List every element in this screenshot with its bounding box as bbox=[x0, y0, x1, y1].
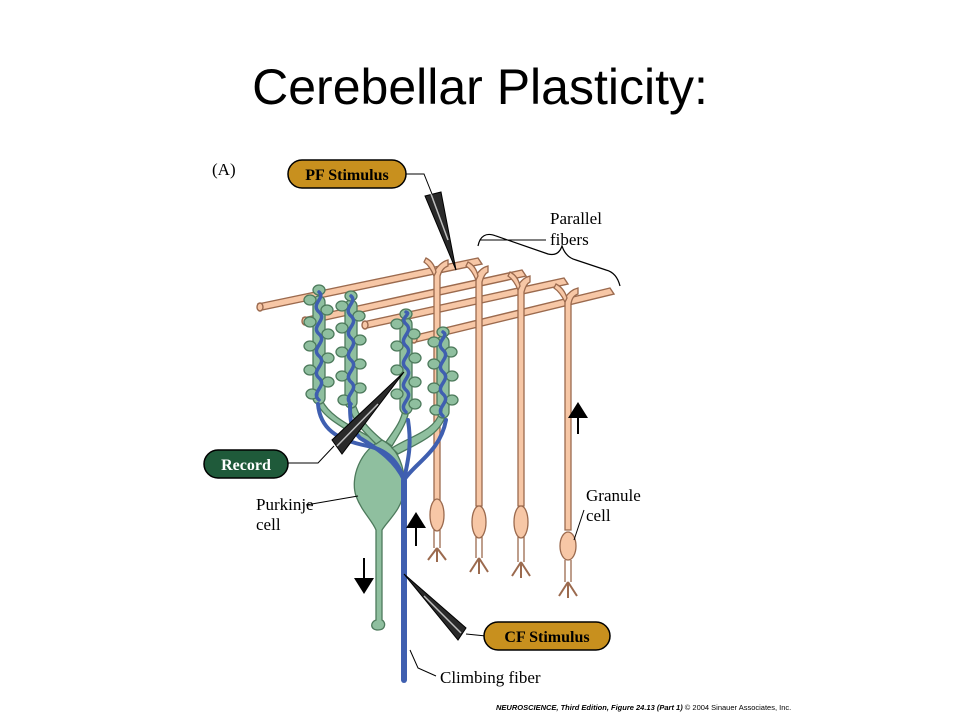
record-text: Record bbox=[221, 457, 271, 474]
granule-label-line1: Granule bbox=[586, 486, 641, 505]
cf-stimulus-label: CF Stimulus bbox=[483, 621, 611, 651]
cf-stimulus-electrode bbox=[403, 573, 467, 641]
figure-credit: NEUROSCIENCE, Third Edition, Figure 24.1… bbox=[496, 703, 956, 712]
granule-cell-4 bbox=[553, 283, 579, 598]
parallel-fibers-brace bbox=[477, 233, 621, 287]
leader-lines bbox=[284, 173, 585, 677]
credit-book: NEUROSCIENCE, Third Edition, Figure 24.1… bbox=[496, 703, 683, 712]
cf-stimulus-text: CF Stimulus bbox=[504, 629, 589, 646]
credit-rest: © 2004 Sinauer Associates, Inc. bbox=[684, 703, 792, 712]
panel-label: (A) bbox=[212, 160, 236, 179]
record-label: Record bbox=[203, 449, 289, 479]
granule-cell-3 bbox=[507, 271, 531, 578]
pf-stimulus-text: PF Stimulus bbox=[305, 167, 388, 184]
granule-label-line2: cell bbox=[586, 506, 611, 525]
pf-stimulus-label: PF Stimulus bbox=[287, 159, 407, 189]
slide-title: Cerebellar Plasticity: bbox=[252, 59, 708, 115]
purkinje-label-line1: Purkinje bbox=[256, 495, 314, 514]
parallel-fibers-label-line2: fibers bbox=[550, 230, 589, 249]
purkinje-label-line2: cell bbox=[256, 515, 281, 534]
record-electrode bbox=[331, 371, 405, 455]
granule-cell-2 bbox=[465, 261, 489, 574]
climbing-fiber bbox=[314, 290, 448, 683]
climbing-fiber-label: Climbing fiber bbox=[440, 668, 541, 687]
granule-cells bbox=[423, 257, 579, 598]
parallel-fibers-label-line1: Parallel bbox=[550, 209, 602, 228]
pf-stimulus-electrode bbox=[424, 191, 457, 271]
